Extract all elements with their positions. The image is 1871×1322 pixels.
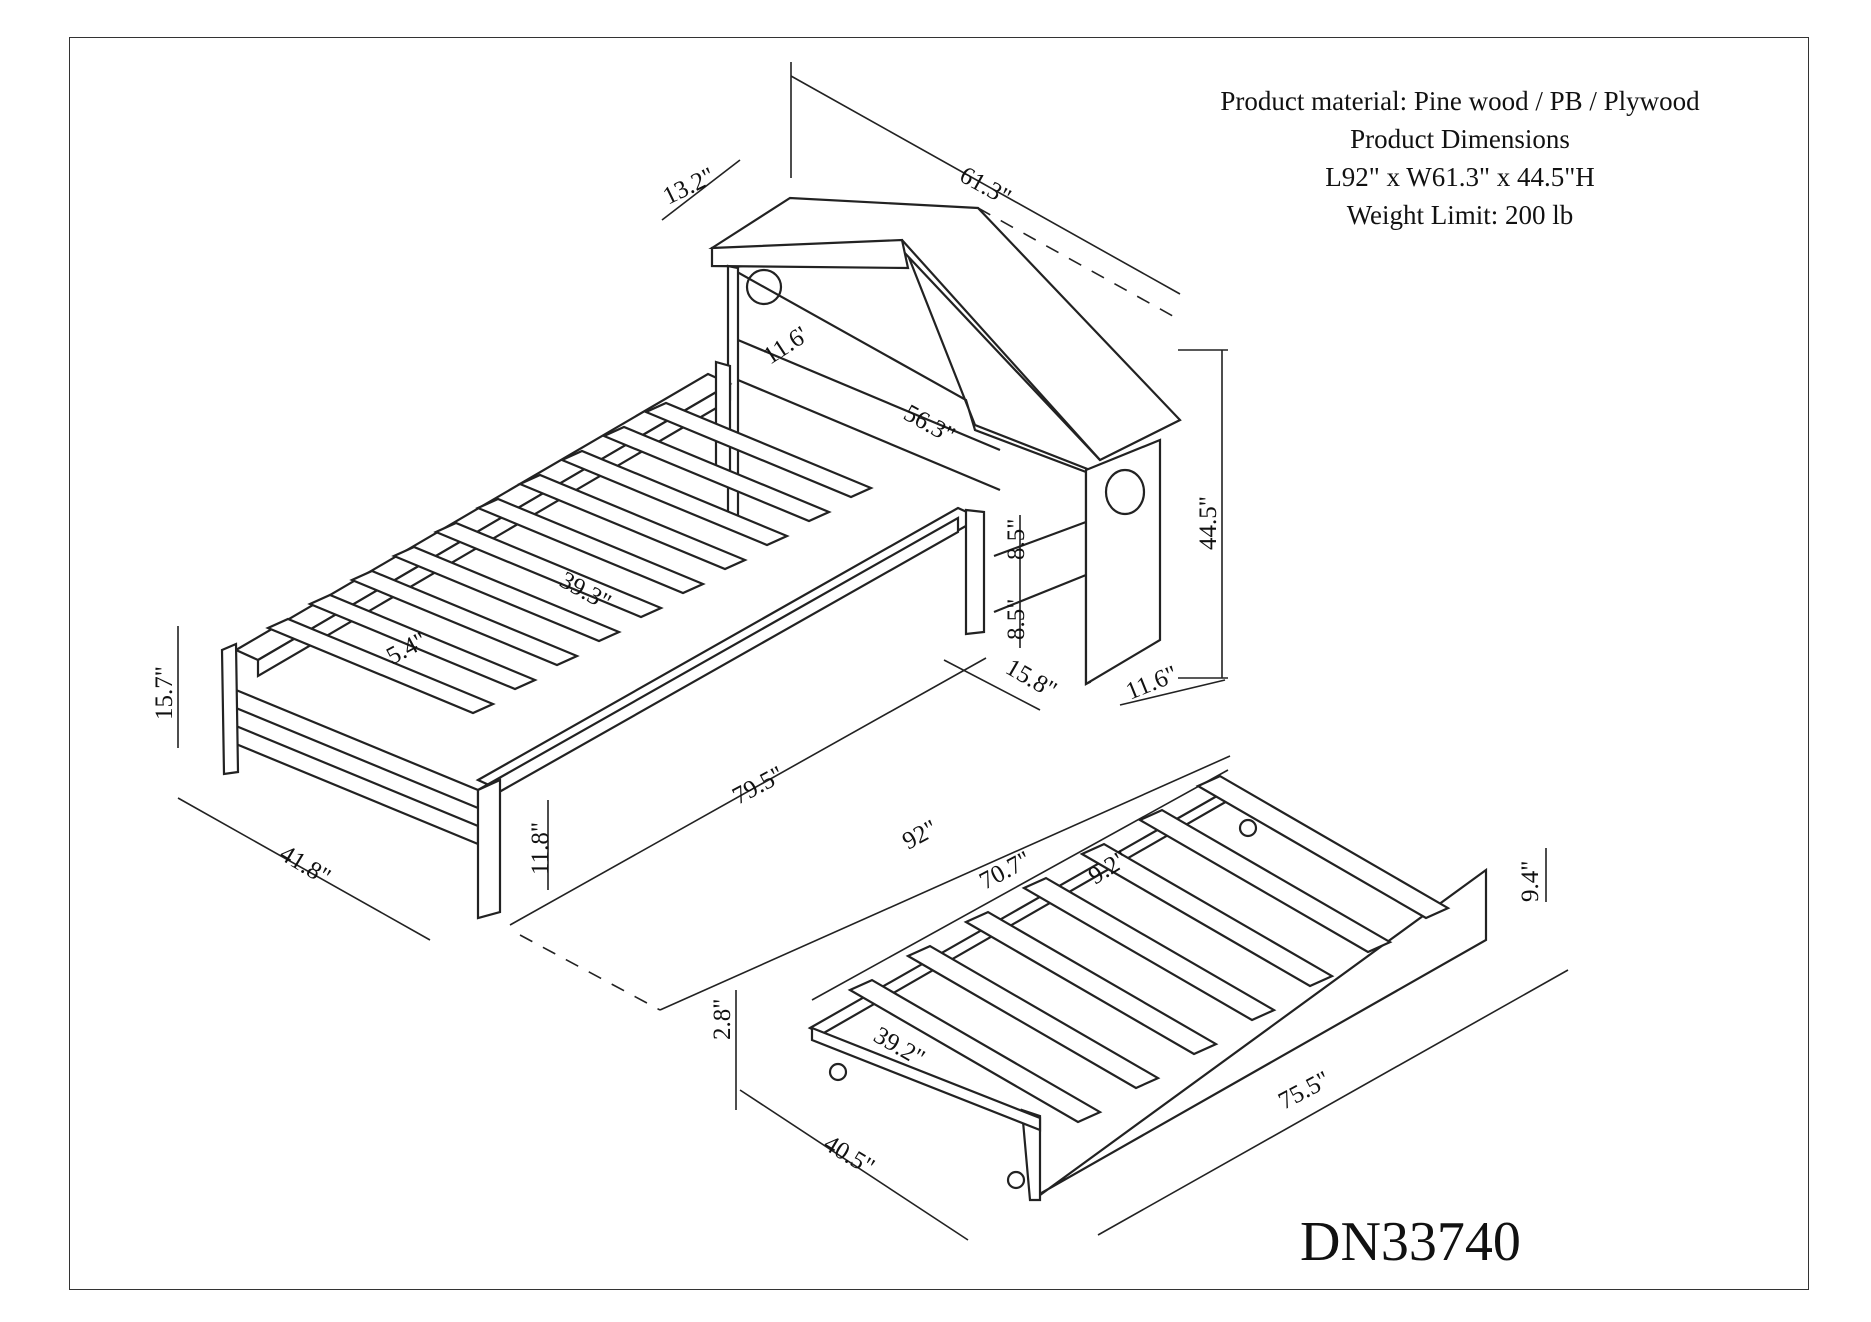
trundle-slats <box>847 774 1451 1124</box>
bed-slat <box>307 593 538 691</box>
bed-frame <box>220 360 986 920</box>
bed-slat <box>349 569 580 667</box>
label-headboard-width: 61.3" <box>955 162 1015 212</box>
label-bed-width: 41.8" <box>275 840 335 891</box>
drawing-frame <box>69 37 1809 1290</box>
trundle-slat <box>905 944 1161 1090</box>
label-trundle-width: 40.5" <box>819 1130 879 1181</box>
label-bed-height: 15.7" <box>151 666 178 720</box>
label-total-length: 92" <box>898 815 942 855</box>
label-trundle-clearance: 2.8" <box>709 999 736 1040</box>
label-roof-depth: 13.2" <box>659 162 719 210</box>
weight-limit-text: Weight Limit: 200 lb <box>1346 200 1574 230</box>
label-shelf-gap-bottom: 8.5" <box>1003 599 1030 640</box>
label-headboard-base: 11.6" <box>1122 661 1181 706</box>
label-height: 44.5" <box>1195 496 1222 550</box>
bed-slat <box>433 521 664 619</box>
bed-slat <box>265 617 496 715</box>
label-shelf-side: 15.8" <box>1001 654 1061 704</box>
trundle-slat <box>1195 774 1451 920</box>
dimensions-title: Product Dimensions <box>1350 124 1570 154</box>
model-number: DN33740 <box>1300 1211 1521 1273</box>
bed-slats <box>265 401 874 715</box>
bed-slat <box>475 497 706 595</box>
headboard <box>708 196 1182 686</box>
bed-slat <box>517 473 748 571</box>
product-info: Product material: Pine wood / PB / Plywo… <box>1140 82 1780 234</box>
bed-slat <box>391 545 622 643</box>
label-leg-height: 11.8" <box>527 822 554 875</box>
label-inner-width: 56.3" <box>899 400 959 450</box>
trundle-slat <box>963 910 1219 1056</box>
label-shelf-gap-top: 8.5" <box>1003 519 1030 560</box>
label-inner-length: 79.5" <box>728 761 788 810</box>
dimensions-text: L92" x W61.3" x 44.5"H <box>1325 162 1595 192</box>
trundle-slat <box>1137 808 1393 954</box>
label-trundle-height: 9.4" <box>1517 861 1544 902</box>
bed-slat <box>643 401 874 499</box>
bed-slat <box>559 449 790 547</box>
trundle-slat <box>1079 842 1335 988</box>
label-trundle-length: 75.5" <box>1274 1066 1334 1115</box>
bed-slat <box>601 425 832 523</box>
dimension-lines <box>177 62 1569 1241</box>
trundle-slat <box>847 978 1103 1124</box>
trundle-slat <box>1021 876 1277 1022</box>
label-shelf-depth: 11.6' <box>759 322 813 370</box>
material-text: Product material: Pine wood / PB / Plywo… <box>1220 86 1700 116</box>
